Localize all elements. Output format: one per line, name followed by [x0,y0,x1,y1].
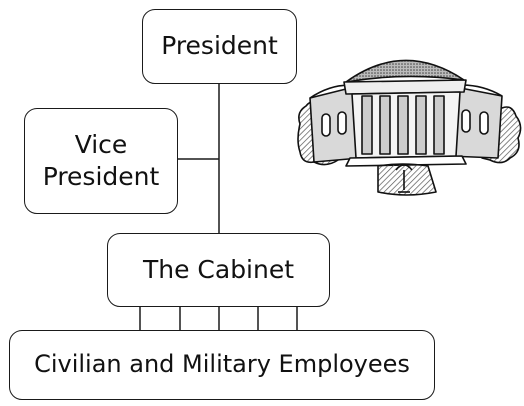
president-box: President [142,9,297,84]
employees-box: Civilian and Military Employees [9,330,435,400]
government-building-icon [297,59,522,196]
vice-president-label-line2: President [42,162,160,191]
vice-president-box: Vice President [24,108,178,214]
employees-label: Civilian and Military Employees [34,350,410,379]
cabinet-box: The Cabinet [107,233,330,307]
vice-president-label-line1: Vice [74,129,128,159]
president-label: President [161,31,278,61]
cabinet-label: The Cabinet [142,254,295,284]
